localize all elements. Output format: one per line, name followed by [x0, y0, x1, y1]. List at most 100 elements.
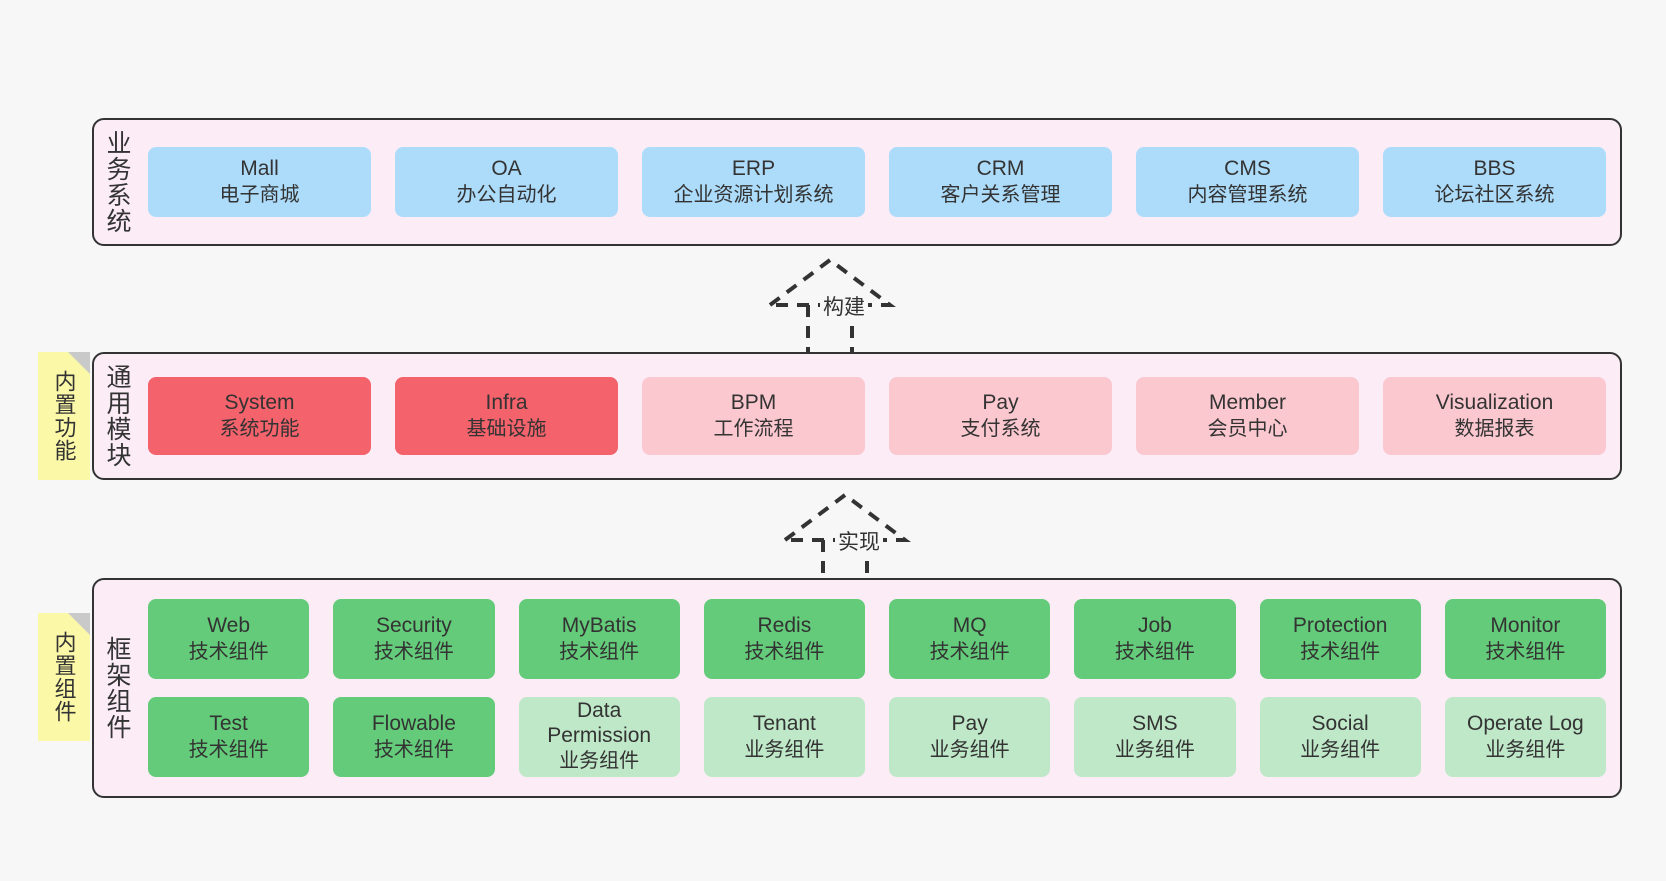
card-pay-business[interactable]: Pay 业务组件: [889, 697, 1051, 777]
card-subtitle: 技术组件: [373, 738, 454, 761]
card-title: Pay: [982, 390, 1019, 414]
card-flowable[interactable]: Flowable 技术组件: [333, 697, 495, 777]
card-title: Pay: [951, 711, 988, 735]
card-bbs[interactable]: BBS 论坛社区系统: [1383, 147, 1606, 217]
layer-common-module: 通用模块 System 系统功能 Infra 基础设施 BPM 工作流程 Pay: [92, 352, 1622, 480]
card-title: OA: [491, 156, 522, 180]
card-title: System: [224, 390, 295, 414]
card-oa[interactable]: OA 办公自动化: [395, 147, 618, 217]
card-title: Infra: [485, 390, 528, 414]
card-title: Data Permission: [547, 699, 652, 748]
card-data-permission[interactable]: Data Permission 业务组件: [518, 697, 680, 777]
layer-framework-component: 框架组件 Web 技术组件 Security 技术组件 MyBatis 技术组件…: [92, 578, 1622, 798]
card-title: Flowable: [371, 711, 456, 735]
note-builtin-function: 内置功能: [38, 352, 90, 480]
layer-common-module-body: System 系统功能 Infra 基础设施 BPM 工作流程 Pay 支付系统…: [140, 354, 1620, 478]
card-subtitle: 技术组件: [188, 738, 269, 761]
card-subtitle: 业务组件: [559, 749, 640, 772]
card-subtitle: 技术组件: [929, 640, 1010, 663]
card-cms[interactable]: CMS 内容管理系统: [1136, 147, 1359, 217]
card-title: Monitor: [1490, 613, 1561, 637]
card-subtitle: 技术组件: [1485, 640, 1566, 663]
card-member[interactable]: Member 会员中心: [1136, 377, 1359, 455]
card-subtitle: 电子商城: [219, 183, 300, 206]
card-title: Visualization: [1435, 390, 1554, 414]
card-security[interactable]: Security 技术组件: [333, 599, 495, 679]
card-sms[interactable]: SMS 业务组件: [1074, 697, 1236, 777]
card-bpm[interactable]: BPM 工作流程: [642, 377, 865, 455]
card-subtitle: 企业资源计划系统: [673, 183, 834, 206]
note-label: 内置组件: [51, 631, 77, 723]
card-job[interactable]: Job 技术组件: [1074, 599, 1236, 679]
card-title: Tenant: [752, 711, 816, 735]
card-subtitle: 数据报表: [1454, 417, 1535, 440]
card-subtitle: 技术组件: [1114, 640, 1195, 663]
connector-implement-label: 实现: [835, 526, 883, 556]
card-subtitle: 业务组件: [744, 738, 825, 761]
note-label: 内置功能: [51, 370, 77, 462]
card-subtitle: 论坛社区系统: [1434, 183, 1555, 206]
card-subtitle: 业务组件: [1300, 738, 1381, 761]
card-protection[interactable]: Protection 技术组件: [1259, 599, 1421, 679]
card-title: Member: [1208, 390, 1287, 414]
card-subtitle: 支付系统: [960, 417, 1041, 440]
card-subtitle: 基础设施: [466, 417, 547, 440]
card-operate-log[interactable]: Operate Log 业务组件: [1444, 697, 1606, 777]
card-subtitle: 业务组件: [1485, 738, 1566, 761]
card-title: Mall: [240, 156, 279, 180]
connector-build: 构建: [760, 255, 950, 355]
card-subtitle: 技术组件: [1300, 640, 1381, 663]
note-fold-corner-icon: [68, 613, 90, 635]
card-subtitle: 技术组件: [559, 640, 640, 663]
card-title: Operate Log: [1466, 711, 1584, 735]
card-mybatis[interactable]: MyBatis 技术组件: [518, 599, 680, 679]
card-row: Mall 电子商城 OA 办公自动化 ERP 企业资源计划系统 CRM 客户关系…: [148, 147, 1606, 217]
card-title: Security: [375, 613, 452, 637]
card-social[interactable]: Social 业务组件: [1259, 697, 1421, 777]
card-row: System 系统功能 Infra 基础设施 BPM 工作流程 Pay 支付系统…: [148, 377, 1606, 455]
card-title: CRM: [976, 156, 1025, 180]
card-subtitle: 系统功能: [219, 417, 300, 440]
card-tenant[interactable]: Tenant 业务组件: [703, 697, 865, 777]
layer-common-module-label: 通用模块: [103, 364, 131, 468]
card-subtitle: 工作流程: [713, 417, 794, 440]
card-visualization[interactable]: Visualization 数据报表: [1383, 377, 1606, 455]
card-monitor[interactable]: Monitor 技术组件: [1444, 599, 1606, 679]
card-mq[interactable]: MQ 技术组件: [889, 599, 1051, 679]
layer-business-system: 业务系统 Mall 电子商城 OA 办公自动化 ERP 企业资源计划系统 CRM: [92, 118, 1622, 246]
card-subtitle: 技术组件: [744, 640, 825, 663]
layer-framework-component-body: Web 技术组件 Security 技术组件 MyBatis 技术组件 Redi…: [140, 580, 1620, 796]
card-title: SMS: [1132, 711, 1178, 735]
card-title: Redis: [757, 613, 812, 637]
card-infra[interactable]: Infra 基础设施: [395, 377, 618, 455]
card-row: Web 技术组件 Security 技术组件 MyBatis 技术组件 Redi…: [148, 599, 1606, 679]
card-test[interactable]: Test 技术组件: [148, 697, 310, 777]
card-subtitle: 会员中心: [1207, 417, 1288, 440]
card-title: Job: [1137, 613, 1172, 637]
card-title: BBS: [1473, 156, 1516, 180]
card-title: CMS: [1224, 156, 1271, 180]
card-web[interactable]: Web 技术组件: [148, 599, 310, 679]
card-title: ERP: [731, 156, 776, 180]
card-title: BPM: [730, 390, 777, 414]
card-mall[interactable]: Mall 电子商城: [148, 147, 371, 217]
card-subtitle: 技术组件: [188, 640, 269, 663]
card-crm[interactable]: CRM 客户关系管理: [889, 147, 1112, 217]
card-subtitle: 内容管理系统: [1187, 183, 1308, 206]
card-title: Protection: [1292, 613, 1388, 637]
card-erp[interactable]: ERP 企业资源计划系统: [642, 147, 865, 217]
card-subtitle: 办公自动化: [456, 183, 557, 206]
connector-implement: 实现: [775, 490, 965, 590]
card-title: MQ: [952, 613, 987, 637]
card-title: Test: [209, 711, 248, 735]
card-title: Web: [207, 613, 251, 637]
layer-business-system-label: 业务系统: [103, 130, 131, 234]
layer-business-system-body: Mall 电子商城 OA 办公自动化 ERP 企业资源计划系统 CRM 客户关系…: [140, 120, 1620, 244]
card-row: Test 技术组件 Flowable 技术组件 Data Permission …: [148, 697, 1606, 777]
layer-framework-component-label: 框架组件: [103, 636, 131, 740]
note-fold-corner-icon: [68, 352, 90, 374]
card-redis[interactable]: Redis 技术组件: [703, 599, 865, 679]
card-system[interactable]: System 系统功能: [148, 377, 371, 455]
card-pay[interactable]: Pay 支付系统: [889, 377, 1112, 455]
